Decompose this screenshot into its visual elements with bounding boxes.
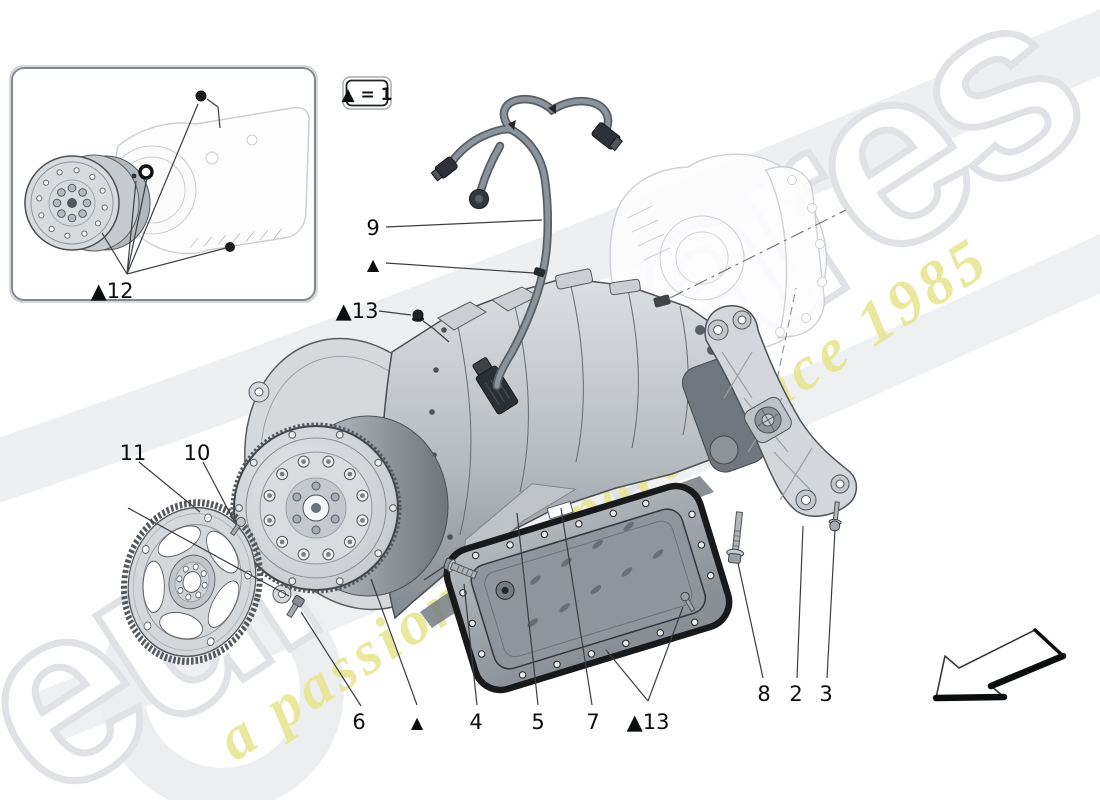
harness-clip-target bbox=[533, 267, 546, 278]
flexplate-center-bore bbox=[182, 571, 202, 593]
legend-box: ▲ = 1 bbox=[342, 76, 393, 110]
bolt-8 bbox=[726, 511, 745, 564]
leader-lines bbox=[127, 219, 836, 707]
bracket-mount-bushing bbox=[744, 396, 792, 444]
inset-converter-lugs bbox=[52, 183, 92, 223]
callout-12: ▲12 bbox=[91, 279, 134, 303]
diff-centerline bbox=[621, 209, 847, 323]
wiring-harness bbox=[430, 94, 624, 391]
callout-labels: 9 ▲ ▲13 ▲12 11 10 6 ▲ 4 5 7 ▲13 8 2 3 bbox=[91, 216, 833, 734]
harness-clip-a bbox=[508, 120, 516, 130]
fasteners bbox=[229, 309, 842, 619]
direction-arrow bbox=[932, 628, 1067, 702]
callout-4: 4 bbox=[469, 710, 482, 734]
o-ring bbox=[138, 164, 154, 180]
pan-flange-bolt-holes bbox=[459, 499, 715, 679]
bracket-bosses bbox=[707, 310, 850, 511]
harness-connector-right bbox=[591, 122, 624, 152]
callout-13-top: ▲13 bbox=[336, 299, 379, 323]
drain-plug-bottom bbox=[225, 242, 235, 252]
converter-knurl-band bbox=[230, 422, 402, 594]
diff-fins bbox=[627, 205, 671, 261]
bolt-10 bbox=[229, 516, 246, 537]
callout-13-bottom: ▲13 bbox=[627, 710, 670, 734]
inset-converter-bolt-holes bbox=[36, 167, 108, 239]
callout-9: 9 bbox=[366, 216, 379, 240]
body-mount-pads bbox=[437, 268, 641, 331]
callout-11: 11 bbox=[120, 441, 147, 465]
output-flange bbox=[709, 435, 739, 465]
bolt-3 bbox=[828, 501, 842, 532]
callout-triangle-top: ▲ bbox=[367, 255, 380, 274]
converter-hub-lugs bbox=[292, 481, 340, 535]
callout-6: 6 bbox=[352, 710, 365, 734]
breather-plug-top bbox=[195, 90, 207, 102]
flexplate bbox=[121, 499, 263, 665]
inset-seal-parts bbox=[131, 90, 235, 252]
bolt-4 bbox=[443, 557, 478, 580]
converter-bolt-ring bbox=[263, 455, 369, 561]
screw-13-right bbox=[680, 591, 696, 612]
inset-torque-converter bbox=[24, 154, 151, 252]
harness-clip-b bbox=[548, 104, 556, 114]
oil-filter-hint bbox=[460, 483, 578, 578]
callout-8: 8 bbox=[757, 682, 770, 706]
bolt-13-top bbox=[412, 309, 424, 322]
callout-2: 2 bbox=[789, 682, 802, 706]
inset-leader-lines bbox=[101, 98, 227, 275]
diff-flange-bolts bbox=[775, 175, 827, 337]
gearbox-mount-bracket bbox=[704, 305, 858, 518]
callout-10: 10 bbox=[184, 441, 211, 465]
flexplate-lightening-slots bbox=[142, 525, 240, 640]
watermark-swoosh-upper bbox=[0, 9, 1100, 503]
harness-connector-left bbox=[430, 156, 458, 182]
bolt-6 bbox=[286, 594, 305, 619]
callout-7: 7 bbox=[586, 710, 599, 734]
inset-housing-fins bbox=[189, 228, 283, 249]
callout-triangle-bottom: ▲ bbox=[411, 713, 424, 732]
pan-dimples bbox=[527, 521, 664, 628]
flexplate-hub-bolt-holes bbox=[176, 563, 208, 601]
seal-pin bbox=[131, 173, 137, 179]
callout-3: 3 bbox=[819, 682, 832, 706]
callout-5: 5 bbox=[531, 710, 544, 734]
bell-flange-ears bbox=[248, 381, 292, 604]
legend-note: ▲ = 1 bbox=[342, 85, 393, 105]
inset-panel bbox=[9, 65, 318, 303]
